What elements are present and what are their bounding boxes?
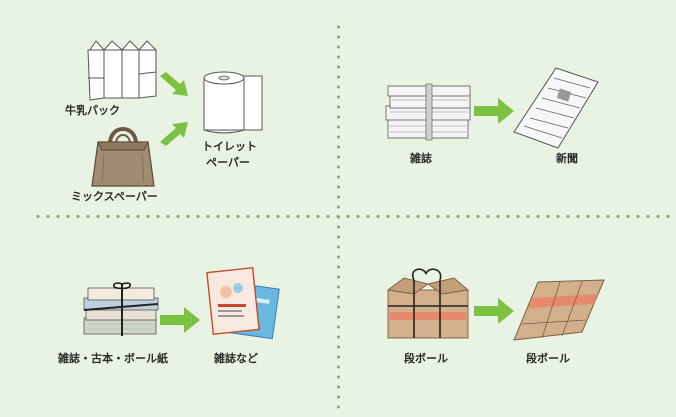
arrow-icon <box>474 98 514 124</box>
paper-bag-illustration <box>91 127 155 187</box>
vertical-divider <box>337 22 340 414</box>
label-toilet-paper-1: トイレット <box>202 140 257 153</box>
arrow-icon <box>474 298 514 324</box>
arrow-icon <box>160 122 188 146</box>
label-magazine: 雑誌 <box>410 152 432 165</box>
magazines-illustration <box>206 266 280 340</box>
arrow-icon <box>160 72 188 96</box>
label-mixed-paper: ミックスペーパー <box>71 190 158 203</box>
arrow-icon <box>160 307 200 333</box>
label-cardboard-input: 段ボール <box>404 352 448 365</box>
label-newspaper: 新聞 <box>556 152 578 165</box>
flattened-cardboard-illustration <box>513 279 605 341</box>
label-milk-carton: 牛乳パック <box>65 104 120 117</box>
newspaper-stack-illustration <box>385 83 471 141</box>
label-magazines-etc: 雑誌など <box>214 352 258 365</box>
bundled-paper-illustration <box>83 282 159 336</box>
horizontal-divider <box>33 215 673 218</box>
newspaper-illustration <box>513 67 599 149</box>
cardboard-stack-illustration <box>386 268 470 339</box>
milk-carton-illustration <box>87 40 158 101</box>
label-toilet-paper-2: ペーパー <box>206 156 250 169</box>
label-cardboard-output: 段ボール <box>526 352 570 365</box>
label-mixed-books: 雑誌・古本・ボール紙 <box>58 352 168 365</box>
toilet-paper-illustration <box>203 71 263 134</box>
